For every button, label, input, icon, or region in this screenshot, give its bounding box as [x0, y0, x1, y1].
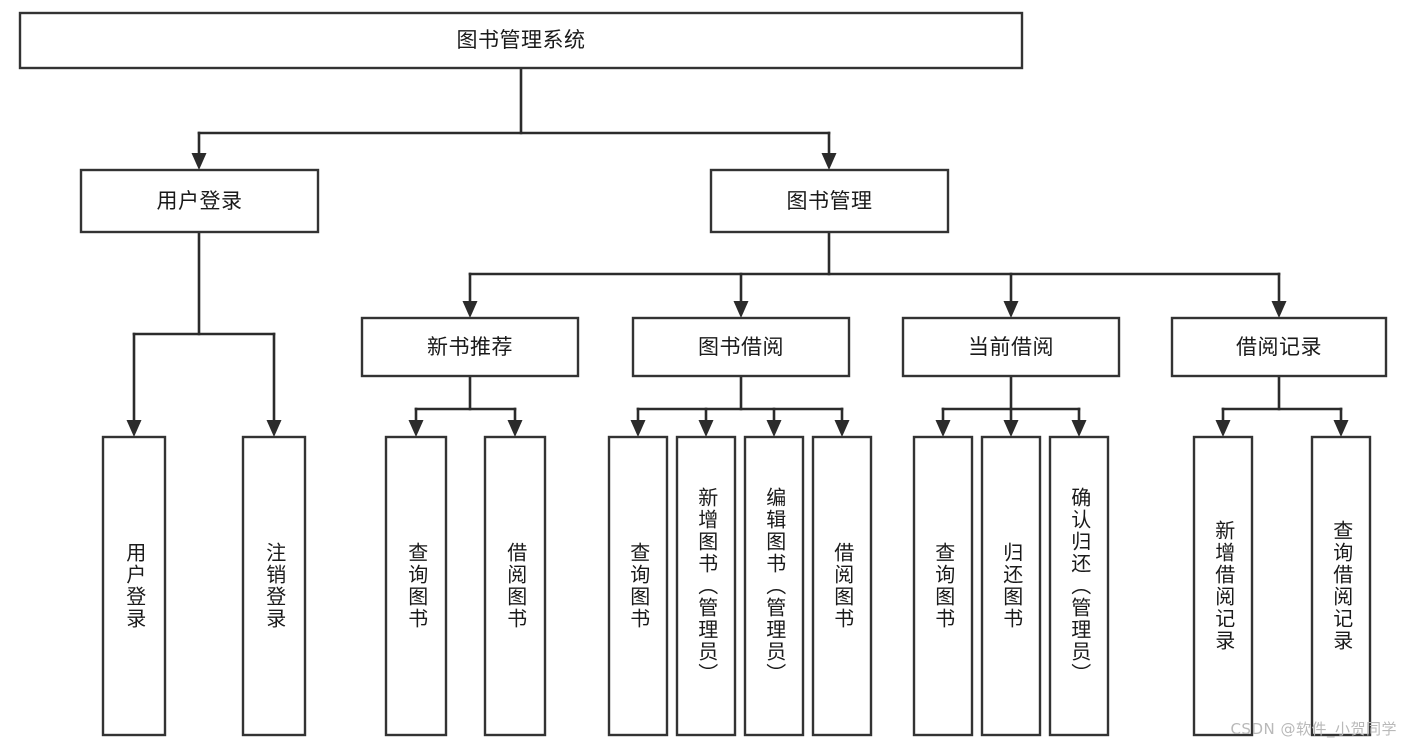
node-leaf-query-book-1[interactable] [384, 435, 448, 737]
node-leaf-confirm-return-admin[interactable] [1048, 435, 1110, 737]
edge-currentborrow-to-leaves-arrow-1 [1003, 420, 1019, 437]
edge-userlogin-to-leaves-arrow-1 [266, 420, 282, 437]
edge-root-to-level1-arrow-0 [191, 153, 207, 170]
edge-bookmanage-to-level2-arrow-0 [462, 301, 478, 318]
edge-bookborrow-to-leaves-arrow-0 [630, 420, 646, 437]
edge-currentborrow-to-leaves-arrow-2 [1071, 420, 1087, 437]
node-new-book-recommend[interactable] [360, 316, 580, 378]
edge-bookborrow-to-leaves-arrow-1 [698, 420, 714, 437]
node-leaf-query-book-3[interactable] [912, 435, 974, 737]
node-book-manage[interactable] [709, 168, 950, 234]
node-root[interactable] [18, 11, 1024, 70]
node-leaf-query-borrow-record[interactable] [1310, 435, 1372, 737]
watermark-text: CSDN @软件_小贺同学 [1230, 720, 1397, 738]
edge-userlogin-to-leaves-arrow-0 [126, 420, 142, 437]
node-user-login[interactable] [79, 168, 320, 234]
node-leaf-edit-book-admin[interactable] [743, 435, 805, 737]
node-leaf-borrow-book-1[interactable] [483, 435, 547, 737]
node-leaf-return-book[interactable] [980, 435, 1042, 737]
edge-bookmanage-to-level2-arrow-2 [1003, 301, 1019, 318]
boxes-layer [18, 11, 1388, 737]
node-leaf-user-login[interactable] [101, 435, 167, 737]
node-borrow-record[interactable] [1170, 316, 1388, 378]
node-current-borrow[interactable] [901, 316, 1121, 378]
edge-borrowrecord-to-leaves-arrow-0 [1215, 420, 1231, 437]
edge-borrowrecord-to-leaves-arrow-1 [1333, 420, 1349, 437]
edge-currentborrow-to-leaves-arrow-0 [935, 420, 951, 437]
edge-newbook-to-leaves-arrow-0 [408, 420, 424, 437]
node-leaf-logout-login[interactable] [241, 435, 307, 737]
edge-bookmanage-to-level2-arrow-3 [1271, 301, 1287, 318]
node-leaf-add-borrow-record[interactable] [1192, 435, 1254, 737]
node-leaf-add-book-admin[interactable] [675, 435, 737, 737]
edge-newbook-to-leaves-arrow-1 [507, 420, 523, 437]
edge-bookborrow-to-leaves-arrow-2 [766, 420, 782, 437]
node-leaf-query-book-2[interactable] [607, 435, 669, 737]
edge-bookborrow-to-leaves-arrow-3 [834, 420, 850, 437]
edge-root-to-level1-arrow-1 [821, 153, 837, 170]
edges-layer [126, 66, 1349, 437]
edge-bookmanage-to-level2-arrow-1 [733, 301, 749, 318]
node-leaf-borrow-book-2[interactable] [811, 435, 873, 737]
node-book-borrow[interactable] [631, 316, 851, 378]
